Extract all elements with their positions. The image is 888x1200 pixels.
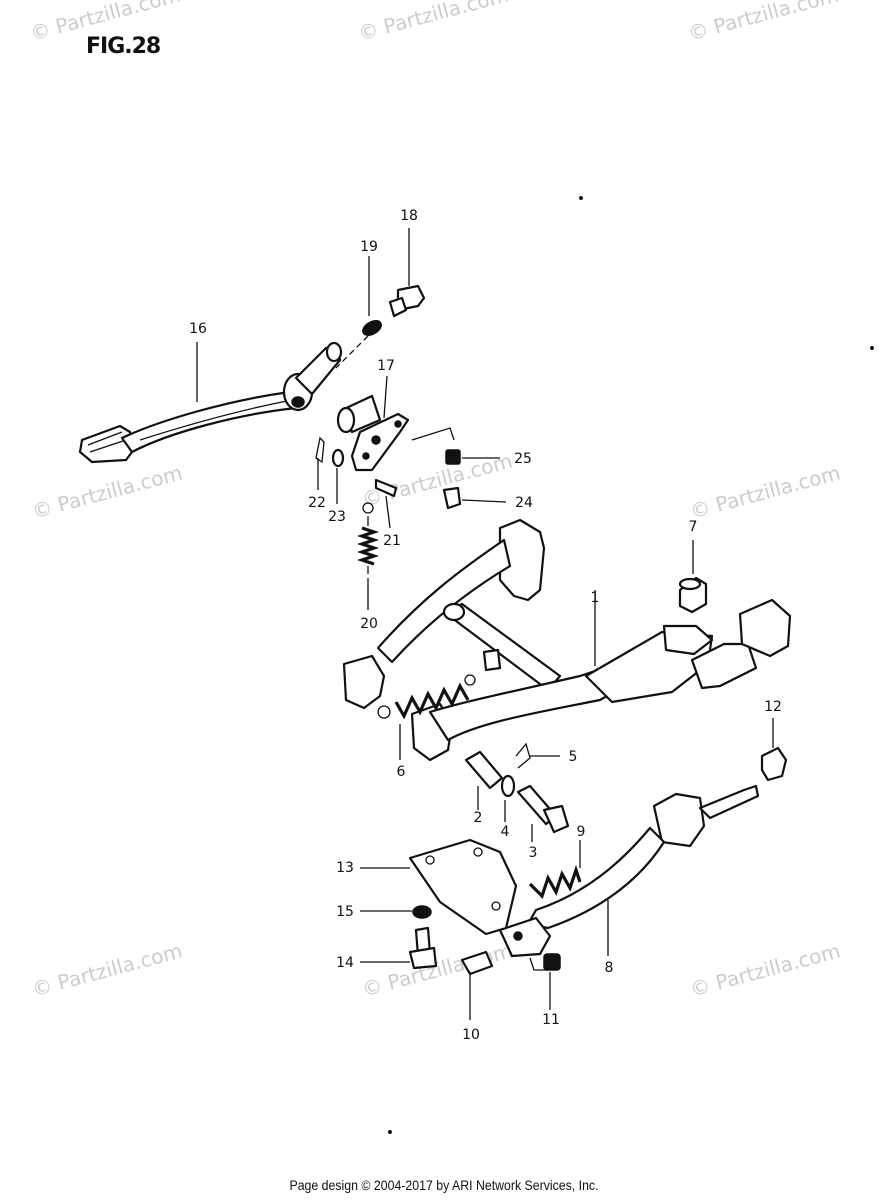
- part-number-label-3[interactable]: 3: [528, 845, 538, 861]
- nut-11-drawing: [543, 953, 561, 971]
- pin-21-drawing: [374, 478, 398, 498]
- washer-23-drawing: [331, 448, 345, 468]
- part-number-label-10[interactable]: 10: [462, 1027, 480, 1043]
- part-number-label-14[interactable]: 14: [336, 955, 354, 971]
- washer-15-drawing: [412, 905, 432, 919]
- clip-5-drawing: [515, 742, 531, 769]
- part-number-label-24[interactable]: 24: [515, 495, 533, 511]
- part-number-label-16[interactable]: 16: [189, 321, 207, 337]
- stray-dot: [388, 1130, 392, 1134]
- collar-2-drawing: [464, 750, 504, 790]
- part-number-label-13[interactable]: 13: [336, 860, 354, 876]
- leader-lines: [196, 228, 774, 1020]
- arm-17-drawing: [336, 394, 410, 472]
- part-number-label-25[interactable]: 25: [514, 451, 532, 467]
- bracket-13-drawing: [408, 838, 518, 936]
- part-number-label-11[interactable]: 11: [542, 1012, 560, 1028]
- part-number-label-4[interactable]: 4: [500, 824, 510, 840]
- bolt-3-head: [542, 804, 570, 834]
- part-number-label-20[interactable]: 20: [360, 616, 378, 632]
- part-number-label-21[interactable]: 21: [383, 533, 401, 549]
- cap-12-drawing: [760, 746, 788, 782]
- part-number-label-19[interactable]: 19: [360, 239, 378, 255]
- cotter-pin-22-drawing: [315, 436, 325, 464]
- nut-25-drawing: [445, 449, 461, 465]
- figure-title: FIG.28: [86, 34, 161, 59]
- washer-4-drawing: [500, 774, 516, 798]
- spring-20-drawing: [356, 502, 380, 574]
- part-number-label-8[interactable]: 8: [604, 960, 614, 976]
- stray-dot: [579, 196, 583, 200]
- part-number-label-6[interactable]: 6: [396, 764, 406, 780]
- bolt-18-drawing: [388, 284, 426, 318]
- part-number-label-7[interactable]: 7: [688, 519, 698, 535]
- part-number-label-5[interactable]: 5: [568, 749, 578, 765]
- side-stand-8-drawing: [498, 784, 760, 958]
- spring-9-drawing: [528, 864, 582, 899]
- brake-pedal-drawing: [78, 341, 343, 464]
- washer-19-drawing: [362, 320, 382, 336]
- spring-6-drawing: [377, 674, 476, 720]
- part-number-label-18[interactable]: 18: [400, 208, 418, 224]
- part-number-label-15[interactable]: 15: [336, 904, 354, 920]
- bolt-24-drawing: [442, 486, 462, 510]
- bolt-10-drawing: [460, 950, 494, 976]
- part-number-label-9[interactable]: 9: [576, 824, 586, 840]
- part-number-label-1[interactable]: 1: [590, 590, 600, 606]
- leader-dashed: [335, 335, 369, 369]
- center-stand-drawing: [342, 518, 792, 762]
- part-number-label-22[interactable]: 22: [308, 495, 326, 511]
- part-number-label-12[interactable]: 12: [764, 699, 782, 715]
- stray-dot: [870, 346, 874, 350]
- part-number-label-17[interactable]: 17: [377, 358, 395, 374]
- page-footer: Page design © 2004-2017 by ARI Network S…: [289, 1177, 599, 1193]
- bracket-line: [411, 427, 455, 441]
- bolt-14-head: [408, 946, 438, 970]
- part-number-label-2[interactable]: 2: [473, 810, 483, 826]
- part-number-label-23[interactable]: 23: [328, 509, 346, 525]
- rubber-stopper-7-drawing: [678, 576, 708, 614]
